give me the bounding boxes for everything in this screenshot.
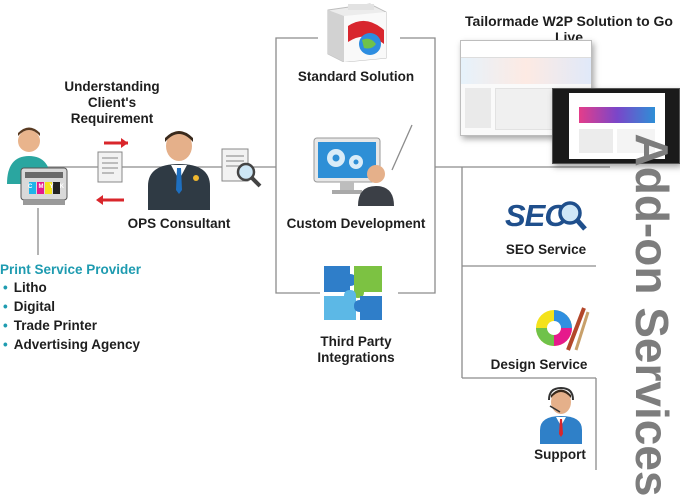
seo-logo-text: SEO [505, 198, 568, 233]
cmyk-m: M [38, 184, 44, 190]
requirement-exchange-icon [94, 136, 132, 216]
cmyk-y: Y [49, 184, 54, 190]
third-party-line-2: Integrations [317, 350, 395, 365]
provider-item-label: Litho [13, 280, 47, 295]
consultant-label: OPS Consultant [127, 216, 231, 231]
provider-item-label: Advertising Agency [13, 337, 141, 352]
analysis-document-icon [218, 146, 264, 190]
consultant-icon [146, 128, 212, 210]
provider-item-label: Digital [13, 299, 55, 314]
golive-pointer [391, 124, 413, 171]
understanding-line-3: Requirement [70, 111, 154, 126]
provider-title: Print Service Provider [0, 262, 142, 277]
bullet-icon: • [3, 299, 8, 314]
provider-figure-icon [3, 124, 73, 214]
standard-solution-box-icon [318, 0, 396, 62]
printer-cmyk-labels: C M Y K [28, 184, 64, 190]
cmyk-k: K [59, 184, 64, 190]
understanding-line-1: Understanding [64, 79, 160, 94]
solutions-left-bracket [275, 37, 320, 294]
website-screenshot-dark [552, 88, 680, 164]
cmyk-c: C [28, 184, 33, 190]
solutions-right-bracket [398, 37, 436, 294]
provider-item-label: Trade Printer [13, 318, 98, 333]
custom-development-icon [312, 136, 400, 206]
provider-item-litho: • Litho [3, 278, 140, 297]
support-agent-icon [538, 386, 584, 444]
third-party-label: Third Party Integrations [296, 334, 416, 366]
design-service-label: Design Service [490, 357, 588, 372]
understanding-requirement-label: Understanding Client's Requirement [54, 79, 170, 127]
seo-logo-icon: SEO [505, 198, 591, 238]
addon-services-title: Add-on Services [626, 133, 678, 497]
provider-list: • Litho • Digital • Trade Printer • Advertis… [3, 278, 140, 354]
standard-solution-label: Standard Solution [297, 69, 415, 84]
third-party-line-1: Third Party [320, 334, 392, 349]
seo-service-label: SEO Service [505, 242, 587, 257]
bullet-icon: • [3, 318, 8, 333]
custom-development-label: Custom Development [286, 216, 426, 231]
design-palette-icon [532, 302, 590, 354]
bullet-icon: • [3, 337, 8, 352]
provider-item-advertising-agency: • Advertising Agency [3, 335, 140, 354]
understanding-line-2: Client's [87, 95, 137, 110]
puzzle-icon [320, 262, 386, 322]
provider-item-digital: • Digital [3, 297, 140, 316]
provider-item-trade-printer: • Trade Printer [3, 316, 140, 335]
support-label: Support [534, 447, 586, 462]
bullet-icon: • [3, 280, 8, 295]
